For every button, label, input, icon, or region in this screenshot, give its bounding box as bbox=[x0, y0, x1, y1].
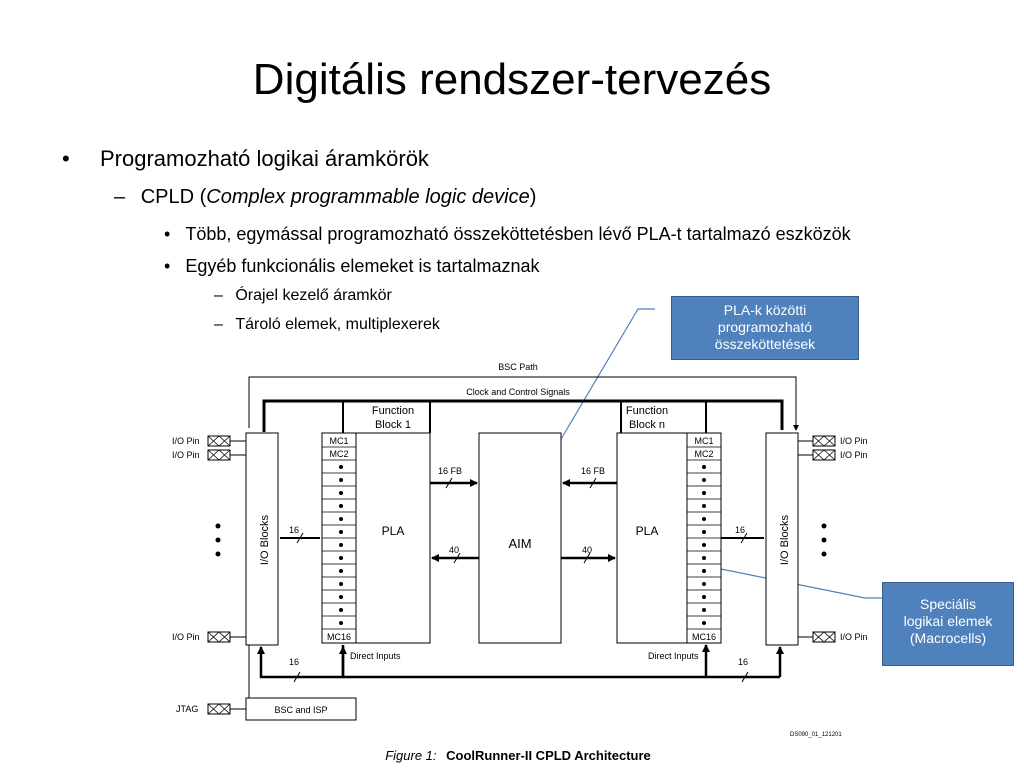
clock-label: Clock and Control Signals bbox=[466, 387, 570, 397]
mc2-label: MC2 bbox=[694, 449, 713, 459]
bullet-text: Órajel kezelő áramkör bbox=[235, 287, 392, 304]
fb1-16fb-label: 16 FB bbox=[438, 466, 462, 476]
io-blocks-right bbox=[765, 432, 799, 646]
dash-mark: – bbox=[214, 287, 223, 304]
callout-line: logikai elemek bbox=[903, 613, 993, 629]
figure-code: DS090_01_121201 bbox=[790, 732, 842, 738]
bullet-text: Egyéb funkcionális elemeket is tartalmaz… bbox=[185, 256, 540, 276]
mc1-label: MC1 bbox=[329, 436, 348, 446]
callout-line: (Macrocells) bbox=[909, 630, 987, 646]
callout-line: Speciális bbox=[919, 596, 977, 612]
direct-inputs-16-left: 16 bbox=[289, 657, 299, 667]
io-pin-label: I/O Pin bbox=[172, 632, 200, 642]
fbn-label-line1: Function bbox=[626, 405, 668, 417]
bsc-path-label: BSC Path bbox=[498, 362, 538, 372]
io-pins-left: I/O Pin I/O Pin I/O Pin bbox=[172, 435, 246, 643]
io-blocks-right-label: I/O Blocks bbox=[779, 514, 791, 565]
aim-fb1-40-label: 40 bbox=[449, 545, 459, 555]
bullet-level3-b: • Egyéb funkcionális elemeket is tartalm… bbox=[164, 256, 540, 277]
io-fbn-16-label: 16 bbox=[735, 525, 745, 535]
fbn-macrocells: MC1 MC2 MC16 bbox=[687, 436, 721, 642]
callout-interconnect: PLA-k közötti programozható összekötteté… bbox=[671, 296, 859, 360]
mc1-label: MC1 bbox=[694, 436, 713, 446]
bullet-level4-a: – Órajel kezelő áramkör bbox=[214, 287, 392, 305]
aim-label: AIM bbox=[508, 536, 531, 551]
mc2-label: MC2 bbox=[329, 449, 348, 459]
bullet-level2: – CPLD (Complex programmable logic devic… bbox=[114, 186, 536, 209]
fb1-label-line2: Block 1 bbox=[375, 419, 411, 431]
direct-inputs-16-right: 16 bbox=[738, 657, 748, 667]
bullet-text: Tároló elemek, multiplexerek bbox=[235, 316, 440, 333]
callout-pointer-bottom bbox=[715, 567, 882, 599]
io-blocks-left-label: I/O Blocks bbox=[259, 514, 271, 565]
bullet-text: Több, egymással programozható összekötte… bbox=[185, 224, 851, 244]
callout-pointer-top bbox=[550, 308, 655, 457]
clock-bus bbox=[262, 399, 784, 432]
fbn-16fb-label: 16 FB bbox=[581, 466, 605, 476]
cpld-suffix: ) bbox=[529, 186, 537, 208]
io-pin-label: I/O Pin bbox=[840, 632, 868, 642]
bsc-path-line bbox=[248, 376, 799, 431]
bullet-text: Programozható logikai áramkörök bbox=[100, 146, 429, 171]
bullet-level3-a: • Több, egymással programozható összeköt… bbox=[164, 224, 851, 245]
callout-line: programozható bbox=[717, 319, 813, 335]
mc16-label: MC16 bbox=[692, 632, 716, 642]
callout-line: PLA-k közötti bbox=[723, 302, 807, 318]
cpld-italic: Complex programmable logic device bbox=[206, 186, 530, 208]
bullet-mark: • bbox=[164, 224, 171, 244]
direct-inputs-right-label: Direct Inputs bbox=[648, 651, 699, 661]
dash-mark: – bbox=[114, 186, 126, 208]
direct-inputs-left-label: Direct Inputs bbox=[350, 651, 401, 661]
fb1-label-line1: Function bbox=[372, 405, 414, 417]
mc16-label: MC16 bbox=[327, 632, 351, 642]
fbn-label-line2: Block n bbox=[629, 419, 665, 431]
dash-mark: – bbox=[214, 316, 223, 333]
io-pins-right: I/O Pin I/O Pin I/O Pin bbox=[798, 435, 868, 643]
bullet-mark: • bbox=[62, 146, 70, 171]
io-blocks-left bbox=[245, 432, 279, 646]
bullet-mark: • bbox=[164, 256, 171, 276]
io-pin-label: I/O Pin bbox=[172, 436, 200, 446]
io-pin-label: I/O Pin bbox=[172, 450, 200, 460]
aim-block bbox=[478, 432, 562, 644]
bsc-isp-block bbox=[245, 697, 357, 721]
io-fb1-16-label: 16 bbox=[289, 525, 299, 535]
caption-label: Figure 1: bbox=[385, 748, 437, 763]
bullet-level4-b: – Tároló elemek, multiplexerek bbox=[214, 316, 440, 334]
jtag-label: JTAG bbox=[176, 704, 198, 714]
io-pin-label: I/O Pin bbox=[840, 450, 868, 460]
aim-fbn-40-label: 40 bbox=[582, 545, 592, 555]
caption-text: CoolRunner-II CPLD Architecture bbox=[446, 748, 651, 763]
direct-inputs-bus bbox=[257, 645, 345, 679]
io-pin-label: I/O Pin bbox=[840, 436, 868, 446]
callout-line: összeköttetések bbox=[714, 336, 816, 352]
slide-title: Digitális rendszer-tervezés bbox=[252, 55, 772, 104]
fb1-macrocells: MC1 MC2 MC16 bbox=[322, 436, 356, 642]
fbn-pla: PLA bbox=[636, 524, 659, 538]
cpld-prefix: CPLD ( bbox=[140, 186, 207, 208]
bsc-isp-label: BSC and ISP bbox=[274, 705, 327, 715]
fb1-pla: PLA bbox=[382, 524, 405, 538]
callout-macrocells: Speciális logikai elemek (Macrocells) bbox=[882, 582, 1014, 666]
figure-caption: Figure 1: CoolRunner-II CPLD Architectur… bbox=[385, 748, 651, 763]
